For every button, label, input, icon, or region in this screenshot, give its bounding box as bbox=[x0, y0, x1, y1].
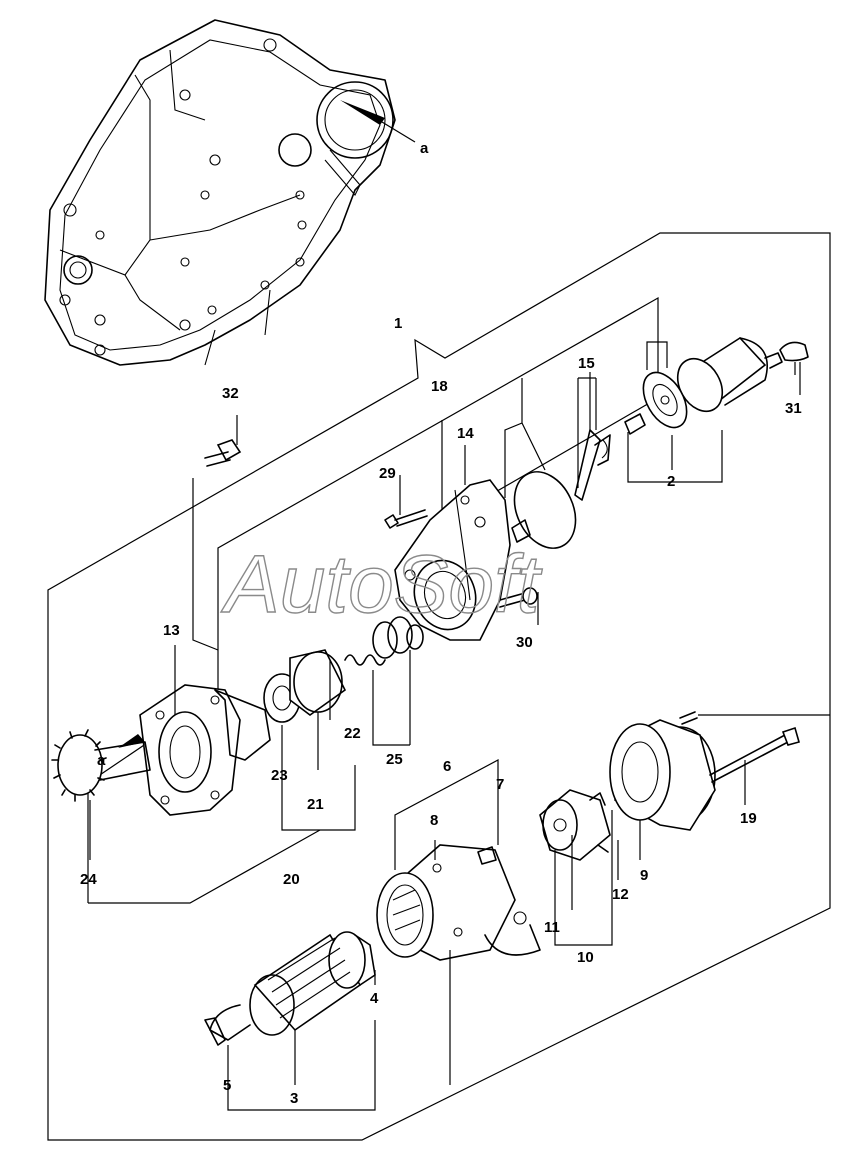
callout-11: 11 bbox=[544, 919, 560, 936]
callout-8: 8 bbox=[430, 812, 438, 829]
callout-22: 22 bbox=[344, 725, 361, 742]
bolt-29 bbox=[384, 509, 428, 529]
solenoid-switch bbox=[624, 336, 783, 483]
gasket bbox=[214, 689, 271, 761]
callout-6: 6 bbox=[443, 758, 451, 775]
callout-3: 3 bbox=[290, 1090, 298, 1107]
callout-5: 5 bbox=[223, 1077, 231, 1094]
cover-screw bbox=[679, 711, 698, 725]
callout-4: 4 bbox=[370, 990, 379, 1007]
callout-31: 31 bbox=[785, 400, 802, 417]
callout-a-left: a bbox=[97, 752, 106, 769]
through-bolt bbox=[709, 726, 800, 783]
yoke-assembly bbox=[376, 844, 541, 961]
callout-21: 21 bbox=[307, 796, 324, 813]
callout-9: 9 bbox=[640, 867, 648, 884]
callout-24: 24 bbox=[80, 871, 97, 888]
callout-32: 32 bbox=[222, 385, 239, 402]
terminal-boot bbox=[779, 341, 809, 362]
flywheel-housing bbox=[44, 19, 396, 366]
watermark: AutoSoft bbox=[220, 539, 543, 630]
rear-cover bbox=[609, 719, 716, 831]
arrow-a-top bbox=[340, 100, 385, 125]
bolt-30 bbox=[499, 587, 538, 608]
overrunning-clutch bbox=[263, 649, 347, 723]
stop-collar bbox=[372, 616, 424, 659]
callout-20: 20 bbox=[283, 871, 300, 888]
callout-29: 29 bbox=[379, 465, 396, 482]
callout-19: 19 bbox=[740, 810, 757, 827]
pinion-gear bbox=[51, 729, 151, 802]
callout-2: 2 bbox=[667, 473, 675, 490]
drive-housing bbox=[394, 479, 511, 641]
bolt-32 bbox=[204, 439, 242, 467]
callout-14: 14 bbox=[457, 425, 474, 442]
shift-lever bbox=[574, 377, 611, 501]
front-cover bbox=[139, 684, 241, 816]
callout-25: 25 bbox=[386, 751, 403, 768]
brush-holder bbox=[539, 789, 611, 861]
callout-18: 18 bbox=[431, 378, 448, 395]
callout-7: 7 bbox=[496, 776, 504, 793]
callout-10: 10 bbox=[577, 949, 594, 966]
spring bbox=[344, 654, 386, 666]
armature bbox=[204, 931, 376, 1046]
callout-15: 15 bbox=[578, 355, 595, 372]
assembly-boundary bbox=[47, 232, 831, 1141]
callout-13: 13 bbox=[163, 622, 180, 639]
callout-1: 1 bbox=[394, 315, 402, 332]
callout-a-top: a bbox=[420, 140, 429, 157]
callout-30: 30 bbox=[516, 634, 533, 651]
callout-23: 23 bbox=[271, 767, 288, 784]
callout-12: 12 bbox=[612, 886, 629, 903]
packing-ring bbox=[513, 471, 577, 549]
